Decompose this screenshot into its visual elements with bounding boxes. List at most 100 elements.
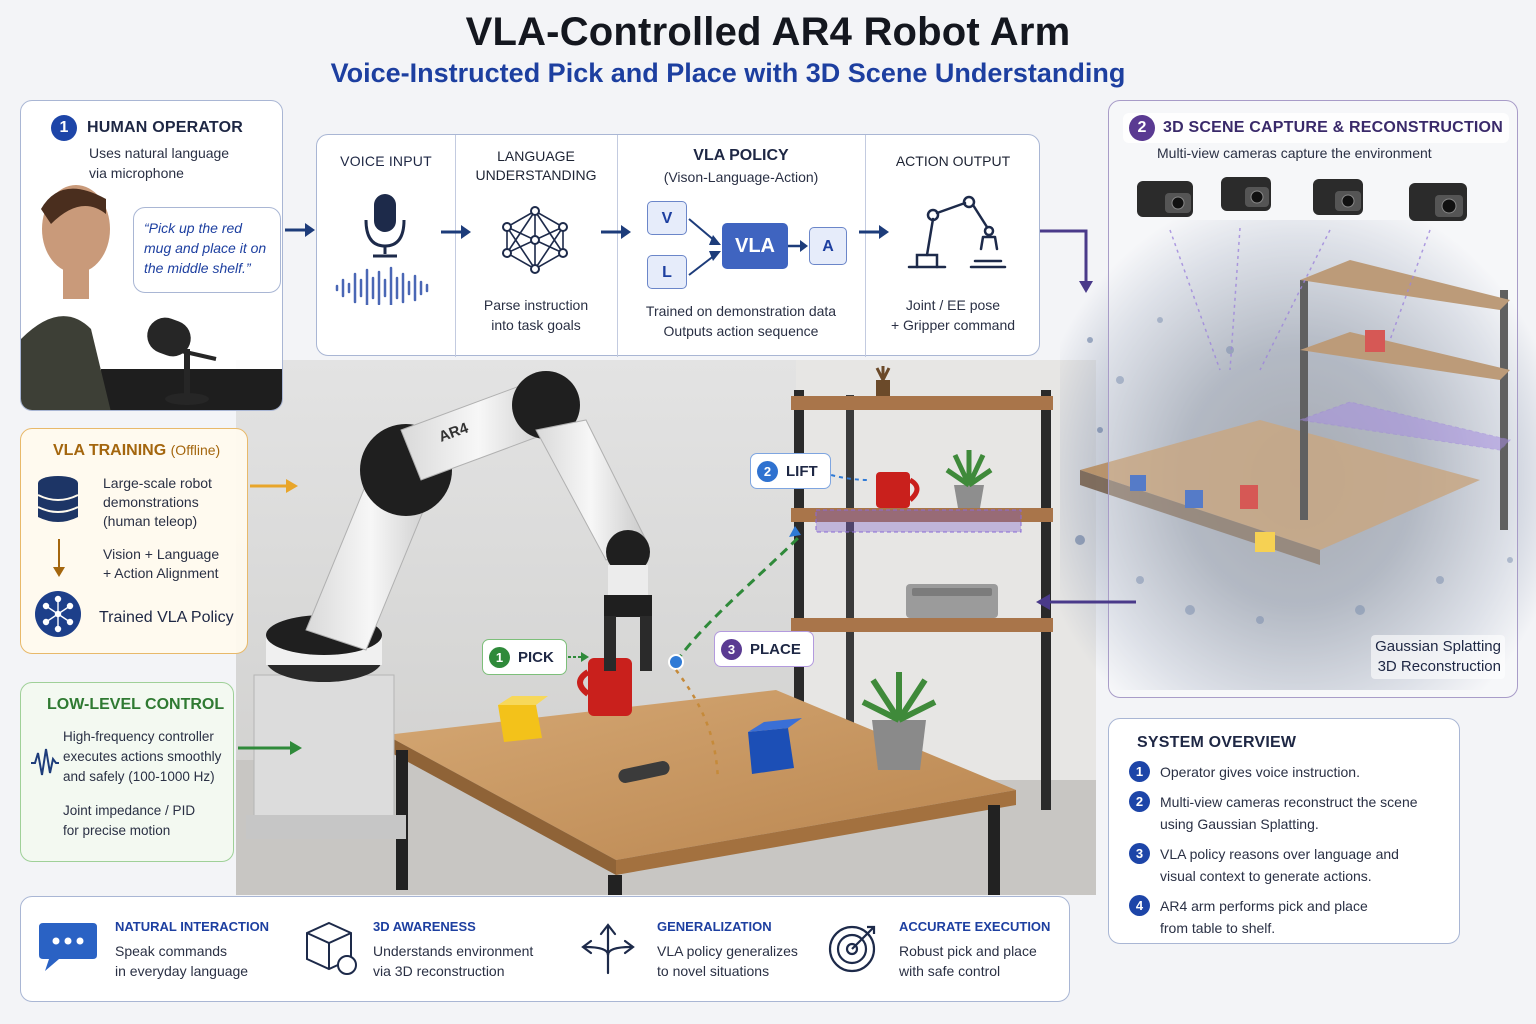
system-overview-panel: SYSTEM OVERVIEW 1 Operator gives voice i… <box>1108 718 1460 944</box>
arrow-training-to-scene <box>250 479 298 493</box>
pick-arrow <box>568 652 589 662</box>
work-table <box>386 658 1016 895</box>
arrow-capture-to-scene <box>1036 594 1136 610</box>
training-item-1a: Large-scale robot <box>103 475 212 491</box>
vision-token: V <box>647 201 687 235</box>
action-desc-1: Joint / EE pose <box>905 297 1001 313</box>
policy-desc-2: Outputs action sequence <box>663 323 819 339</box>
camera-icon <box>1137 181 1193 217</box>
vla-model-block: VLA <box>722 223 788 269</box>
voice-input-title: VOICE INPUT <box>340 153 432 169</box>
database-icon <box>37 476 79 522</box>
low-level-control-panel: LOW-LEVEL CONTROL High-frequency control… <box>20 682 234 862</box>
language-desc-2: into task goals <box>491 317 581 333</box>
overview-item: 1 Operator gives voice instruction. <box>1129 761 1449 783</box>
reconstruction-label-1: Gaussian Splatting <box>1375 638 1501 655</box>
arrow-vla-to-action <box>788 240 808 252</box>
control-title: LOW-LEVEL CONTROL <box>47 696 225 713</box>
arrow-language-to-policy <box>601 225 631 239</box>
feature-accurate-execution: ACCURATE EXECUTION Robust pick and place… <box>899 919 1051 979</box>
step-number: 2 <box>757 460 778 482</box>
point-cloud-illustration <box>1075 227 1513 624</box>
scene-capture-panel: 2 3D SCENE CAPTURE & RECONSTRUCTION Mult… <box>1108 100 1518 698</box>
step-number: 1 <box>51 115 77 141</box>
overview-title: SYSTEM OVERVIEW <box>1137 734 1297 751</box>
training-item-3: Trained VLA Policy <box>99 609 234 626</box>
speech-bubble: “Pick up the red mug and place it on the… <box>133 207 281 293</box>
step-number: 2 <box>1129 115 1155 141</box>
control-line-3: and safely (100-1000 Hz) <box>63 769 215 784</box>
robot-arm-icon <box>907 195 1007 269</box>
microphone-icon <box>335 194 429 305</box>
action-token: A <box>809 227 847 265</box>
policy-desc-1: Trained on demonstration data <box>645 303 837 319</box>
quote-line-2: mug and place it on <box>144 240 267 256</box>
human-operator-panel: 1 HUMAN OPERATOR Uses natural language v… <box>20 100 283 411</box>
language-token: L <box>647 255 687 289</box>
overview-list: 1 Operator gives voice instruction. 2 Mu… <box>1129 761 1449 939</box>
feature-natural-interaction: NATURAL INTERACTION Speak commands in ev… <box>115 919 270 979</box>
language-title-1: LANGUAGE <box>497 148 575 164</box>
lift-trajectory <box>674 533 803 663</box>
robot-arm: AR4 <box>246 371 652 839</box>
control-line-2: executes actions smoothly <box>63 749 222 764</box>
feature-3d-awareness: 3D AWARENESS Understands environment via… <box>373 919 534 979</box>
cube-icon <box>306 921 357 975</box>
pick-label: 1 PICK <box>482 639 567 675</box>
lift-label: 2 LIFT <box>750 453 831 489</box>
camera-icon <box>1221 177 1271 211</box>
waveform-icon <box>335 266 429 305</box>
training-item-2a: Vision + Language <box>103 546 220 562</box>
arrow-policy-to-output <box>859 225 889 239</box>
neural-network-icon <box>502 206 568 274</box>
processing-pipeline-panel: VOICE INPUT LANGUAGE UNDERSTANDING Parse… <box>316 134 1040 357</box>
training-item-1b: demonstrations <box>103 494 199 510</box>
robot-scene: AR4 <box>236 360 1096 895</box>
scene-capture-title: 3D SCENE CAPTURE & RECONSTRUCTION <box>1163 119 1503 136</box>
page-subtitle: Voice-Instructed Pick and Place with 3D … <box>330 58 1126 88</box>
language-title-2: UNDERSTANDING <box>475 167 597 183</box>
arrow-voice-to-language <box>441 225 471 239</box>
language-desc-1: Parse instruction <box>483 297 589 313</box>
token-merge-arrows <box>688 218 721 276</box>
training-tag: (Offline) <box>170 442 221 458</box>
brain-network-icon <box>35 591 81 637</box>
step-number: 1 <box>489 646 510 668</box>
reconstruction-label-2: 3D Reconstruction <box>1377 658 1501 675</box>
step-number: 3 <box>721 638 742 660</box>
operator-desc-1: Uses natural language <box>89 145 230 161</box>
feature-generalization: GENERALIZATION VLA policy generalizes to… <box>657 919 798 979</box>
quote-line-3: the middle shelf.” <box>144 260 251 276</box>
operator-illustration <box>21 185 282 410</box>
operator-title: HUMAN OPERATOR <box>87 119 243 136</box>
control-line-1: High-frequency controller <box>63 729 214 744</box>
arrow-control-to-scene <box>238 741 302 755</box>
page-title: VLA-Controlled AR4 Robot Arm <box>465 10 1071 54</box>
arrow-operator-to-pipeline <box>285 223 315 237</box>
gaussian-splat-reconstruction <box>1060 220 1536 690</box>
quote-line-1: “Pick up the red <box>144 220 243 236</box>
target-icon <box>828 925 876 973</box>
action-output-title: ACTION OUTPUT <box>895 153 1011 169</box>
signal-icon <box>31 748 59 776</box>
arrow-down-icon <box>53 539 65 577</box>
arrow-pipeline-to-capture <box>1040 229 1093 293</box>
policy-title: VLA POLICY <box>693 147 789 164</box>
control-line-4: Joint impedance / PID <box>63 803 196 818</box>
training-item-1c: (human teleop) <box>103 513 198 529</box>
scene-capture-subtitle: Multi-view cameras capture the environme… <box>1157 145 1432 161</box>
control-line-5: for precise motion <box>63 823 171 838</box>
robot-scene-illustration: AR4 <box>236 360 1096 895</box>
features-panel: NATURAL INTERACTION Speak commands in ev… <box>20 896 1070 1002</box>
overview-item: 2 Multi-view cameras reconstruct the sce… <box>1129 791 1449 835</box>
training-title: VLA TRAINING <box>53 442 167 459</box>
camera-icon <box>1409 183 1467 221</box>
operator-desc-2: via microphone <box>89 165 184 181</box>
camera-array <box>1137 177 1467 221</box>
vla-training-panel: VLA TRAINING (Offline) Large-scale robot… <box>20 428 248 654</box>
chat-bubble-icon <box>39 923 97 971</box>
camera-icon <box>1313 179 1363 215</box>
branching-arrows-icon <box>581 923 635 975</box>
